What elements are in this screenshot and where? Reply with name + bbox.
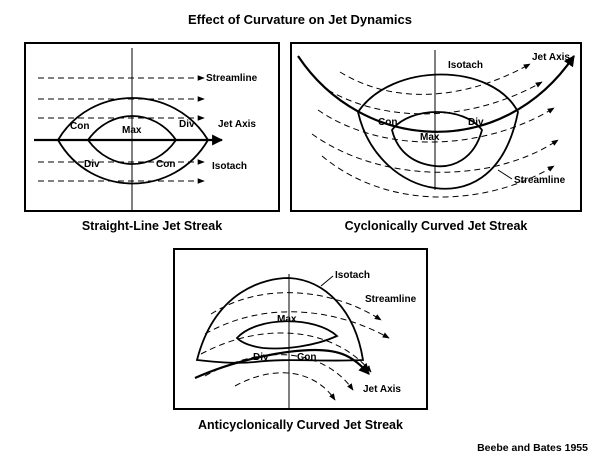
panel-straight-line: Streamline Jet Axis Isotach Max Con Div … xyxy=(24,42,280,212)
label-max: Max xyxy=(122,125,142,136)
label-max: Max xyxy=(277,314,297,325)
label-div: Div xyxy=(468,117,484,128)
panel-anticyclonic: Isotach Streamline Max Div Con Jet Axis xyxy=(173,248,428,410)
isotach-inner xyxy=(235,320,339,350)
label-con: Con xyxy=(378,117,397,128)
streamline-4 xyxy=(311,133,559,173)
caption-straight-line: Straight-Line Jet Streak xyxy=(81,219,223,233)
streamline-2 xyxy=(204,311,390,339)
panel-cyclonic: Isotach Jet Axis Con Div Max Streamline xyxy=(290,42,582,212)
label-div: Div xyxy=(253,352,269,363)
label-isotach: Isotach xyxy=(448,60,483,71)
streamline-5 xyxy=(234,372,336,401)
isotach-inner xyxy=(391,111,483,168)
streamline-5 xyxy=(321,155,555,198)
label-con-left: Con xyxy=(70,121,89,132)
label-streamline: Streamline xyxy=(365,294,417,305)
label-jet-axis: Jet Axis xyxy=(532,52,570,63)
caption-anticyclonic: Anticyclonically Curved Jet Streak xyxy=(198,418,403,432)
label-isotach: Isotach xyxy=(212,161,247,172)
jet-axis-arrow xyxy=(297,55,575,133)
label-div-right: Div xyxy=(179,119,195,130)
label-streamline: Streamline xyxy=(206,73,258,84)
diagram-title: Effect of Curvature on Jet Dynamics xyxy=(188,12,412,27)
label-jet-axis: Jet Axis xyxy=(218,119,256,130)
label-con: Con xyxy=(297,352,316,363)
cyclonic-jet-diagram: Isotach Jet Axis Con Div Max Streamline xyxy=(297,50,575,198)
streamline-1 xyxy=(339,63,531,95)
streamline-3 xyxy=(200,332,372,373)
straight-jet-diagram: Streamline Jet Axis Isotach Max Con Div … xyxy=(34,48,258,210)
isotach-outer xyxy=(195,277,365,364)
source-credit: Beebe and Bates 1955 xyxy=(477,442,588,454)
anticyclonic-jet-diagram: Isotach Streamline Max Div Con Jet Axis xyxy=(194,270,417,408)
streamline-1 xyxy=(210,292,382,321)
jet-axis-arrow xyxy=(194,348,370,380)
streamline-2 xyxy=(327,81,543,115)
isotach-leader xyxy=(320,275,334,287)
label-div-left: Div xyxy=(84,159,100,170)
isotach-outer xyxy=(357,73,519,190)
label-max: Max xyxy=(420,132,440,143)
label-isotach: Isotach xyxy=(335,270,370,281)
label-con-right: Con xyxy=(156,159,175,170)
label-streamline: Streamline xyxy=(514,175,566,186)
label-jet-axis: Jet Axis xyxy=(363,384,401,395)
caption-cyclonic: Cyclonically Curved Jet Streak xyxy=(344,219,528,233)
streamline-leader xyxy=(497,169,513,180)
streamline-3 xyxy=(317,107,555,143)
